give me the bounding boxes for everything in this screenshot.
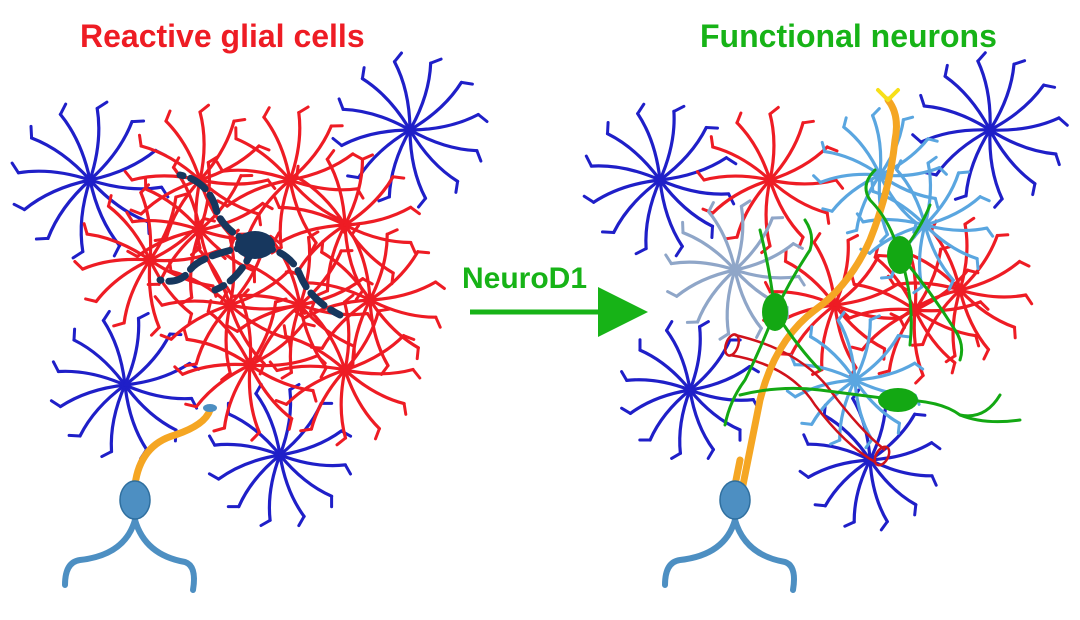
axon-terminal bbox=[203, 404, 217, 412]
axon bbox=[131, 406, 214, 489]
faded-glial-cell bbox=[664, 199, 806, 341]
astrocyte bbox=[620, 320, 760, 460]
reactive-glial-cell bbox=[695, 105, 845, 255]
astrocyte bbox=[207, 382, 353, 528]
converting-cell bbox=[156, 171, 344, 319]
source-neuron bbox=[662, 456, 797, 593]
astrocyte bbox=[582, 102, 738, 258]
arrow-label: NeuroD1 bbox=[462, 262, 588, 295]
neuron-cell-body bbox=[887, 236, 913, 274]
dendrite bbox=[732, 517, 797, 593]
dendrite bbox=[62, 517, 138, 588]
source-neuron bbox=[62, 406, 214, 593]
reactive-glial-cell bbox=[173, 288, 327, 442]
dendrite bbox=[662, 517, 738, 588]
right-panel-title: Functional neurons bbox=[700, 18, 997, 54]
astrocyte bbox=[911, 51, 1069, 209]
light-astrocyte bbox=[812, 107, 948, 243]
neuron-cell-body bbox=[762, 293, 788, 331]
neuron-cell-body bbox=[719, 480, 751, 520]
neuron-cell-body bbox=[119, 480, 151, 520]
axon bbox=[736, 96, 900, 504]
left-panel bbox=[10, 51, 489, 593]
dendrite bbox=[132, 517, 197, 593]
astrocyte bbox=[331, 51, 489, 209]
astrocyte bbox=[10, 100, 170, 260]
neuron-cell-body bbox=[235, 231, 275, 259]
reactive-glial-cell bbox=[268, 293, 422, 447]
left-panel-title: Reactive glial cells bbox=[80, 18, 365, 54]
axon-terminal bbox=[876, 88, 900, 102]
reactive-glial-cell bbox=[269, 149, 421, 301]
neuron-cell-body bbox=[878, 388, 918, 412]
new-neurons bbox=[723, 168, 1022, 427]
right-panel bbox=[582, 51, 1069, 593]
